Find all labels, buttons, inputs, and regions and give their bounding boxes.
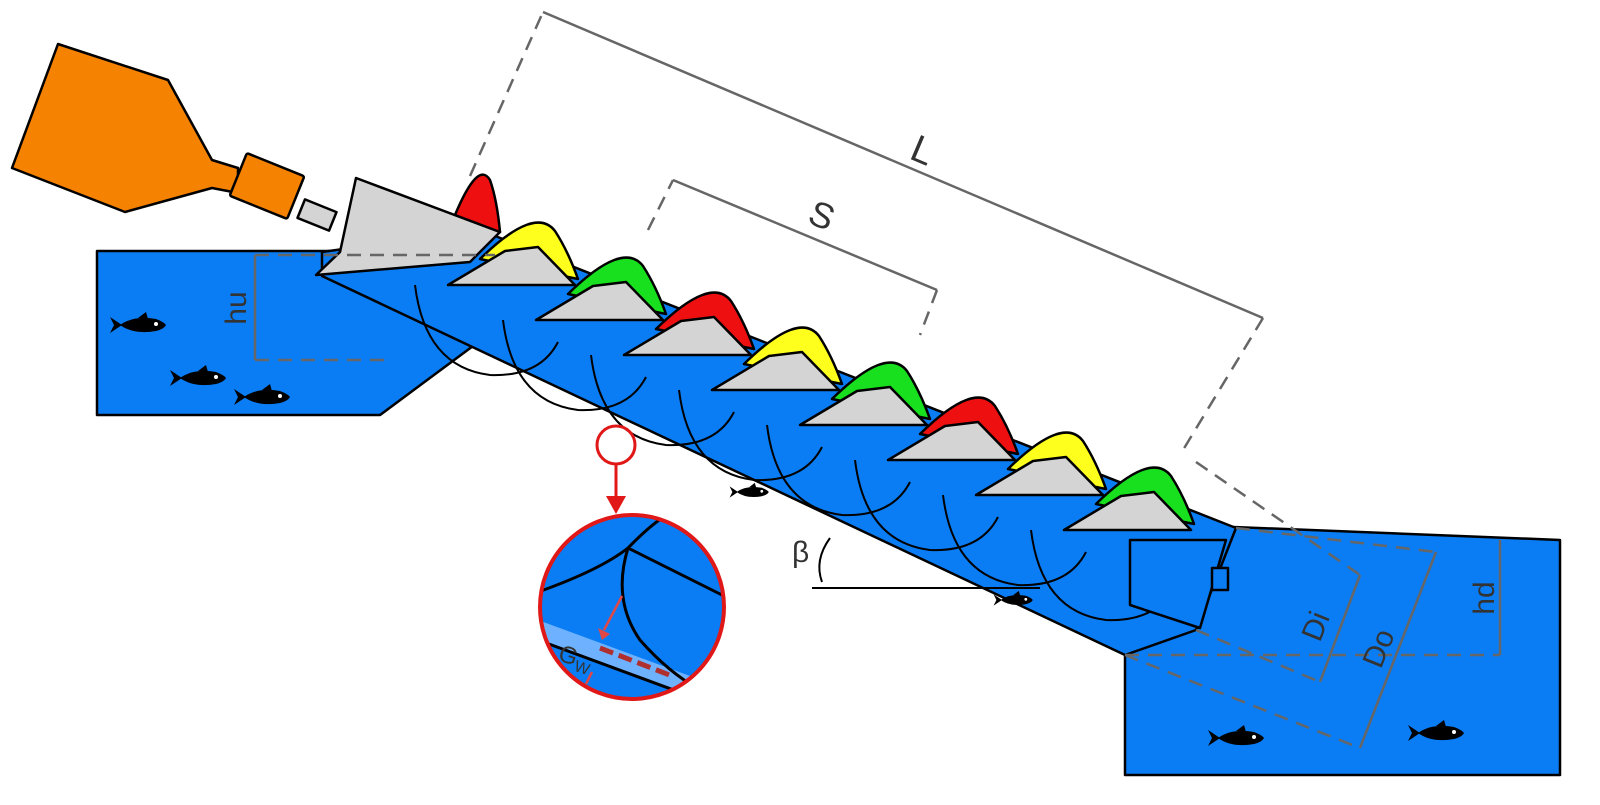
dimension-inner-diameter xyxy=(1195,460,1362,684)
fish-icon xyxy=(729,482,769,498)
inclination-angle xyxy=(812,537,1040,589)
screw-flight-tip xyxy=(453,173,502,234)
screw-flight xyxy=(854,396,1020,552)
screw-flight xyxy=(942,431,1108,587)
fish-icon xyxy=(993,590,1033,606)
fish-layer xyxy=(110,312,1464,746)
fish-icon xyxy=(1408,720,1464,741)
dimension-outer-diameter xyxy=(1124,526,1438,750)
screw-flight xyxy=(678,326,844,482)
screw-flight xyxy=(766,361,932,517)
screw-flights xyxy=(414,173,1196,622)
motor xyxy=(10,42,338,232)
fish-icon xyxy=(234,384,290,405)
fish-icon xyxy=(1208,725,1264,746)
pitch-label: S xyxy=(803,192,841,239)
inclination-label: β xyxy=(792,536,809,569)
length-label: L xyxy=(904,128,940,175)
screw-flight xyxy=(1030,466,1196,622)
dimension-downstream-depth xyxy=(1125,540,1502,657)
screw-trough xyxy=(320,228,1238,657)
upstream-depth-label: hu xyxy=(220,291,253,324)
gap-label-subscript: W xyxy=(572,658,592,679)
lower-bearing xyxy=(1128,538,1230,630)
fish-icon xyxy=(110,312,166,333)
dimension-upstream-depth xyxy=(253,253,495,362)
dimension-length xyxy=(468,10,1265,456)
gap-detail-magnifier xyxy=(538,513,726,701)
screw-flight xyxy=(502,256,668,412)
gap-highlight xyxy=(595,424,637,514)
downstream-depth-label: hd xyxy=(1468,581,1501,614)
dimension-pitch xyxy=(646,178,939,336)
screw-flight xyxy=(414,221,580,377)
fish-icon xyxy=(170,365,226,386)
screw-flight xyxy=(590,291,756,447)
